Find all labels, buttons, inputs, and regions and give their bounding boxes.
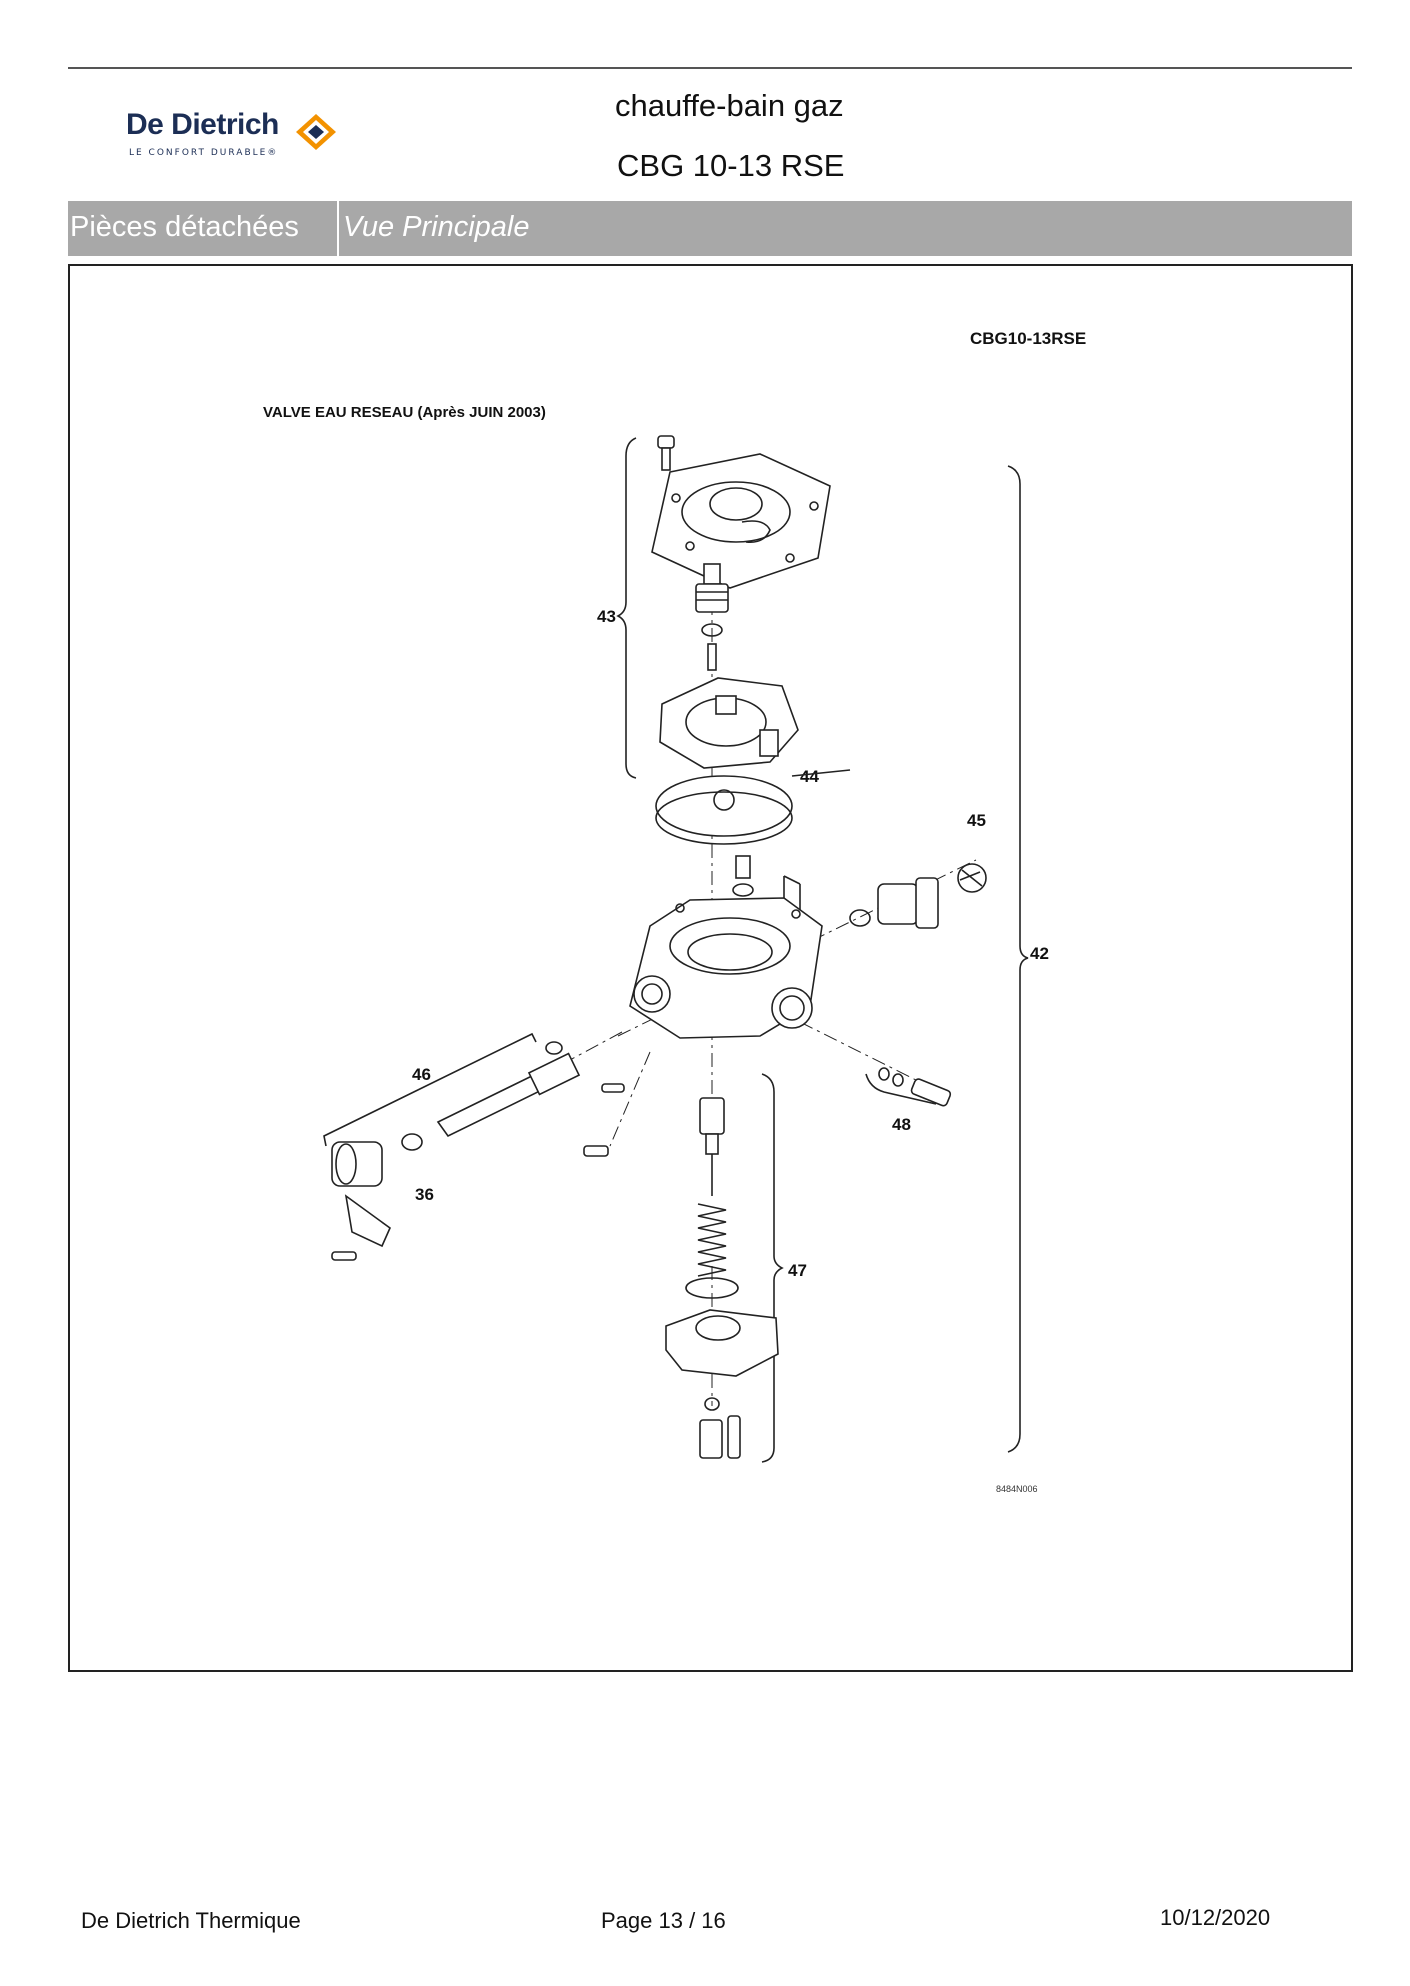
section-bar: Pièces détachées Vue Principale <box>68 201 1352 256</box>
cover-plate <box>651 453 831 589</box>
brand-logo: De Dietrich LE CONFORT DURABLE® <box>126 108 356 168</box>
shaft-46 <box>436 1041 581 1138</box>
coupling-nut <box>331 1141 383 1187</box>
bracket-48 <box>865 1073 937 1105</box>
part-label-42: 42 <box>1030 944 1049 963</box>
document-model: CBG 10-13 RSE <box>617 148 845 183</box>
part-label-36: 36 <box>415 1185 434 1204</box>
diagram-caption: VALVE EAU RESEAU (Après JUIN 2003) <box>263 404 546 421</box>
footer-date: 10/12/2020 <box>1160 1905 1271 1930</box>
valve-body <box>629 897 823 1039</box>
drawing-reference: 8484N006 <box>996 1484 1038 1494</box>
spring-small <box>732 855 754 897</box>
valve-insert <box>695 563 729 671</box>
bracket-47 <box>761 1073 784 1463</box>
section-divider <box>337 201 339 256</box>
middle-housing <box>659 677 799 769</box>
part-label-44: 44 <box>800 767 819 786</box>
bypass-parts-48 <box>878 1067 952 1107</box>
document-title: chauffe-bain gaz <box>615 88 844 123</box>
diagram-canvas: CBG10-13RSE VALVE EAU RESEAU (Après JUIN… <box>263 329 1086 1494</box>
body-screw <box>601 1083 625 1093</box>
diaphragm-44 <box>655 769 851 845</box>
part-label-45: 45 <box>967 811 986 830</box>
adjust-screw <box>583 1145 609 1157</box>
inlet-fitting-45 <box>849 863 987 929</box>
part-label-48: 48 <box>892 1115 911 1134</box>
diamond-logo-icon <box>296 114 336 150</box>
retaining-clip <box>344 1194 391 1248</box>
clip-screw <box>331 1251 357 1261</box>
screw-top <box>657 435 675 471</box>
footer-page: Page 13 / 16 <box>601 1908 726 1933</box>
part-label-46: 46 <box>412 1065 431 1084</box>
part-label-47: 47 <box>788 1261 807 1280</box>
section-view: Vue Principale <box>343 211 530 243</box>
section-category: Pièces détachées <box>70 211 299 243</box>
diagram-drawing <box>323 435 1029 1463</box>
exploded-view-diagram: CBG10-13RSE VALVE EAU RESEAU (Après JUIN… <box>68 264 1353 1672</box>
part-label-43: 43 <box>597 607 616 626</box>
piston-assembly-47 <box>665 1097 779 1459</box>
bracket-46 <box>323 1032 537 1147</box>
brand-tagline: LE CONFORT DURABLE® <box>129 148 279 158</box>
o-ring-36 <box>401 1133 423 1151</box>
model-code-label: CBG10-13RSE <box>970 329 1086 348</box>
bracket-43 <box>616 437 637 779</box>
bracket-42 <box>1007 465 1029 1453</box>
brand-name: De Dietrich <box>126 108 279 141</box>
footer-company: De Dietrich Thermique <box>81 1908 301 1933</box>
top-rule <box>68 67 1352 69</box>
